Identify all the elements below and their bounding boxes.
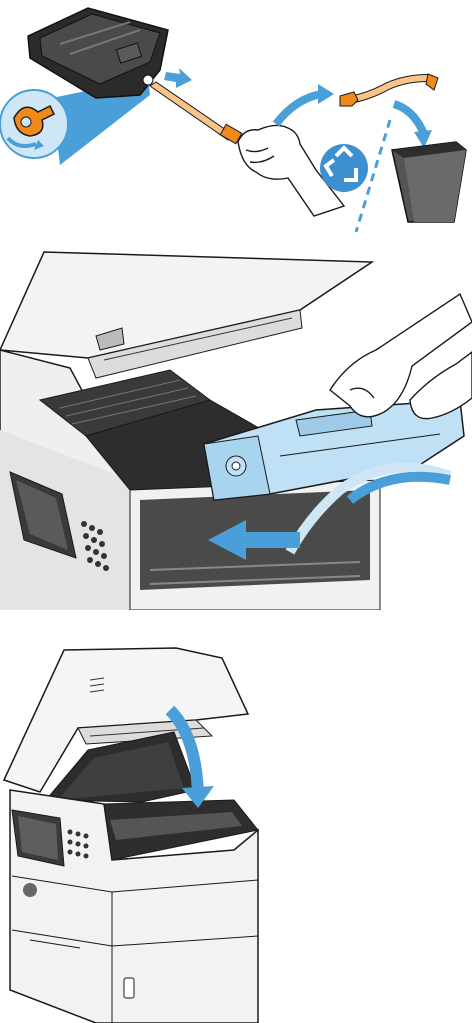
- hands-holding-cartridge: [330, 294, 472, 419]
- arrow-curved-icon: [276, 84, 334, 124]
- magnifier-detail: [0, 90, 68, 158]
- sealing-tape: [150, 82, 242, 144]
- step-2-illustration: [0, 240, 472, 610]
- step-close-cover: [0, 640, 472, 1023]
- step-remove-sealing-tape: [0, 0, 472, 235]
- recycle-icon: [320, 144, 368, 192]
- arrow-to-trash-icon: [394, 104, 432, 148]
- tray-handle: [124, 978, 134, 998]
- trash-bin-icon: [392, 142, 466, 222]
- hp-logo-icon: [23, 883, 37, 897]
- step-1-illustration: [0, 0, 472, 235]
- step-insert-cartridge: [0, 240, 472, 610]
- step-3-illustration: [0, 640, 472, 1023]
- toner-cartridge-top: [28, 8, 168, 98]
- printer-body: [10, 790, 258, 1023]
- detached-tape: [340, 74, 438, 106]
- scanner-lid: [0, 252, 372, 378]
- arrow-right-icon: [164, 68, 192, 88]
